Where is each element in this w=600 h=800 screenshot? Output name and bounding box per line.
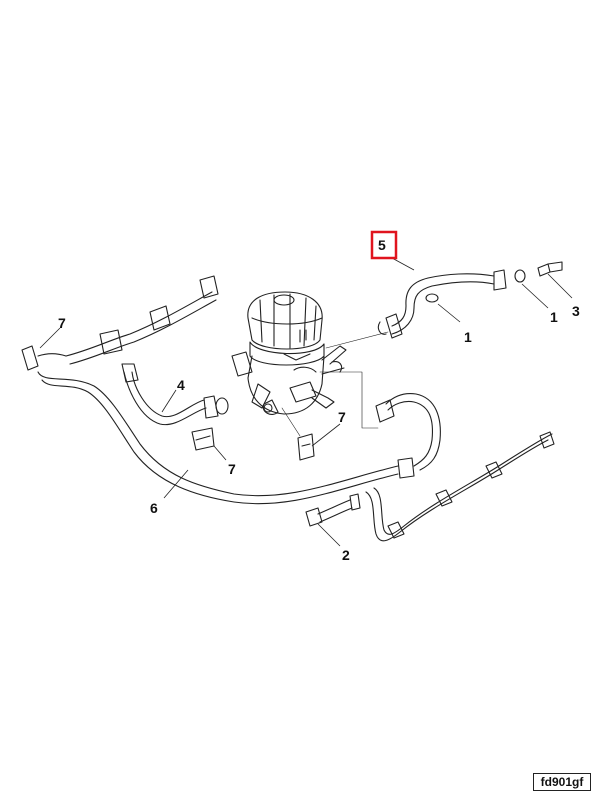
- fuel-filter-assembly: [231, 291, 347, 415]
- callout-2: 2: [342, 547, 350, 563]
- leader-7a: [39, 327, 61, 349]
- leader-3: [547, 273, 573, 299]
- fuel-hose-6: [37, 371, 441, 505]
- hose-clip-7: [191, 427, 315, 461]
- callout-6: 6: [150, 500, 158, 516]
- callout-5: 5: [378, 237, 386, 253]
- diagram-reference-code: fd901gf: [533, 773, 591, 791]
- fuel-hose-2: [305, 431, 555, 542]
- callout-7a: 7: [58, 315, 66, 331]
- leader-4: [161, 389, 177, 413]
- callout-1b: 1: [550, 309, 558, 325]
- reference-code-text: fd901gf: [540, 775, 584, 789]
- callout-3: 3: [572, 303, 580, 319]
- callout-1a: 1: [464, 329, 472, 345]
- leader-1b: [521, 283, 549, 309]
- callout-5-highlight-box: [370, 230, 398, 260]
- fuel-hose-4: [121, 363, 229, 426]
- leader-6: [163, 469, 189, 499]
- callout-7c: 7: [338, 409, 346, 425]
- leader-5: [391, 257, 415, 271]
- fuel-hose-5: [377, 261, 563, 339]
- leader-2: [317, 523, 341, 547]
- leader-1a: [437, 303, 461, 323]
- callout-4: 4: [177, 377, 185, 393]
- leader-7c: [311, 423, 341, 447]
- callout-7b: 7: [228, 461, 236, 477]
- leader-7b: [213, 445, 227, 461]
- fuel-hose-upper-left: [21, 275, 219, 371]
